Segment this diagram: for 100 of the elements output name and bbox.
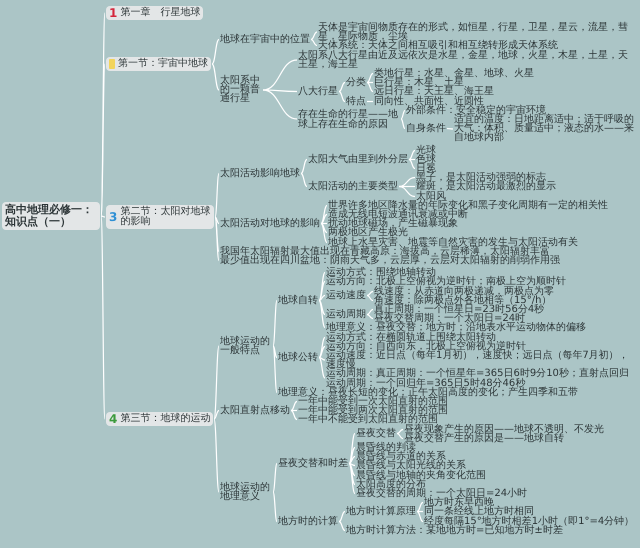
connector-line [318, 337, 326, 358]
topic-label: 晨昏线与地轴的夹角变化范围 [356, 470, 486, 480]
connector-line [290, 410, 298, 420]
connector-line [320, 205, 328, 224]
topic-label: 地球上水旱灾害、地震等自然灾害的发生与太阳活动有关 [328, 238, 578, 247]
connector-line [318, 357, 326, 378]
connector-line [366, 294, 374, 302]
connector-line [408, 150, 416, 160]
topic-label: 太阳直射点移动 [220, 406, 290, 416]
connector-line [417, 510, 423, 512]
topic-label: 运动方向：北极上空俯视为逆时针；南极上空为顺时针 [326, 277, 566, 287]
topic-label: 适宜的温度：日地距离适中；适于呼吸的大气：体积、质量适中；液态的水——来自地球内部 [454, 115, 636, 143]
connector-line [272, 300, 278, 346]
connector-line [300, 173, 308, 187]
topic-label: 一年中不能受到太阳直射的范围 [298, 415, 438, 425]
root-topic-box: 高中地理必修一：知识点（一） [2, 202, 100, 230]
topic-label: 线速度：从赤道向两极递减，两极点为零 [374, 286, 554, 296]
topic-label: 造成无线电短波通讯衰减或中断 [328, 210, 468, 220]
connector-line [396, 432, 404, 440]
chapter-title: 第二节：太阳对地球的影响 [120, 206, 211, 227]
topic-label: 昼夜交替 [356, 429, 396, 438]
connector-line [416, 502, 424, 512]
connector-line [291, 410, 297, 412]
connector-line [398, 176, 416, 188]
connector-line [366, 308, 374, 316]
connector-line [318, 300, 326, 315]
connector-line [272, 463, 278, 492]
topic-label: 地方时计算原理 [346, 507, 416, 517]
topic-label: 地球公转 [278, 353, 318, 362]
topic-label: 昼夜交替产生的原因是——地球自转 [404, 434, 564, 443]
topic-label: 晨昏线与太阳光线的关系 [356, 461, 466, 471]
connector-line [348, 433, 356, 464]
topic-label: 特点 [346, 96, 366, 106]
topic-label: 类地行星：水星、金星、地球、火星 [374, 69, 534, 78]
chapter-title: 第一节：宇宙中地球 [118, 59, 208, 70]
topic-label: 自身条件 [406, 124, 446, 134]
topic-label: 最少值出现在四川盆地：阴雨天气多，云层厚，云层对太阳辐射的削弱作用强 [220, 256, 560, 266]
topic-label: 巨行星：木星、土星 [374, 78, 464, 88]
topic-label: 地方时计算方法：某地地方时=已知地方时±时差 [346, 526, 563, 535]
connector-line [310, 31, 318, 40]
topic-label: 太阳活动的主要类型 [308, 182, 398, 192]
connector-line [318, 356, 326, 361]
topic-label: 昼夜现象产生的原因——地球不透明、不发光 [404, 424, 604, 434]
topic-label: 地理意义：昼夜长短的变化；正午太阳高度的变化；产生四季和五带 [278, 388, 578, 397]
connector-line [399, 186, 415, 188]
connector-line [100, 216, 106, 420]
connector-line [338, 82, 346, 92]
connector-line [212, 64, 220, 90]
connector-line [318, 281, 326, 301]
connector-line [263, 89, 297, 92]
connector-line [348, 463, 356, 494]
connector-line [366, 290, 374, 296]
connector-line [348, 456, 356, 464]
connector-line [318, 346, 326, 358]
topic-label: 晨昏线与赤道的关系 [356, 452, 446, 462]
connector-line [409, 158, 415, 160]
connector-line [338, 510, 346, 522]
topic-label: 两极地区产生极光 [328, 228, 408, 238]
topic-label: 地球运动的地理意义 [220, 483, 272, 502]
topic-label: 远日行星：天王星、海王星 [374, 87, 494, 97]
topic-label: 同一条经线上地方时相同 [424, 507, 534, 517]
connector-line [396, 428, 404, 434]
topic-label: 运动方式：围绕地轴转动 [326, 268, 436, 278]
topic-label: 同向性、共面性、近圆性 [374, 96, 484, 106]
topic-label: 运动方式：在椭圆轨道上围绕太阳转动 [326, 332, 496, 342]
topic-label: 太阳大气由里到外分层 [308, 154, 408, 164]
topic-label: 太阳系中的一颗普通行星 [220, 76, 262, 104]
connector-line [416, 510, 424, 522]
topic-label: 昼夜交替的周期：一个太阳日=24小时 [356, 489, 528, 498]
connector-line [348, 463, 356, 485]
topic-label: 运动周期 [326, 310, 366, 319]
connector-line [321, 222, 327, 224]
topic-label: 分类 [346, 78, 366, 88]
topic-label: 色球 [416, 154, 436, 164]
topic-label: 经度每隔15°地方时相差1小时（即1°=4分钟） [424, 516, 634, 526]
connector-line [272, 346, 278, 358]
connector-line [338, 520, 346, 532]
connector-line [213, 418, 220, 492]
connector-line [398, 186, 416, 198]
chapter-box [106, 6, 204, 20]
topic-label: 存在生命的行星——地球上存在生命的原因 [298, 110, 400, 129]
connector-line [272, 346, 278, 393]
topic-label: 昼夜交替和时差 [278, 459, 348, 468]
topic-label: 一年中能受到两次太阳直射的范围 [298, 406, 448, 416]
connector-line [212, 39, 220, 64]
topic-label: 八大行星 [298, 87, 338, 97]
connector-line [262, 59, 298, 91]
chapter-number: 1 [109, 8, 118, 18]
connector-line [320, 223, 328, 243]
topic-label: 角速度：除两极点外各地相等（15°/h） [374, 296, 552, 305]
connector-line [400, 118, 406, 129]
connector-line [272, 492, 278, 522]
connector-line [338, 90, 346, 102]
topic-label: 太阳系八大行星由近及远依次是水星，金星，地球，火星，木星，土星，天王星，海王星 [298, 50, 636, 69]
connector-line [348, 462, 356, 466]
connector-line [213, 346, 220, 420]
connector-line [348, 463, 356, 476]
connector-line [290, 400, 298, 412]
connector-line [408, 158, 416, 170]
connector-line [366, 314, 374, 320]
